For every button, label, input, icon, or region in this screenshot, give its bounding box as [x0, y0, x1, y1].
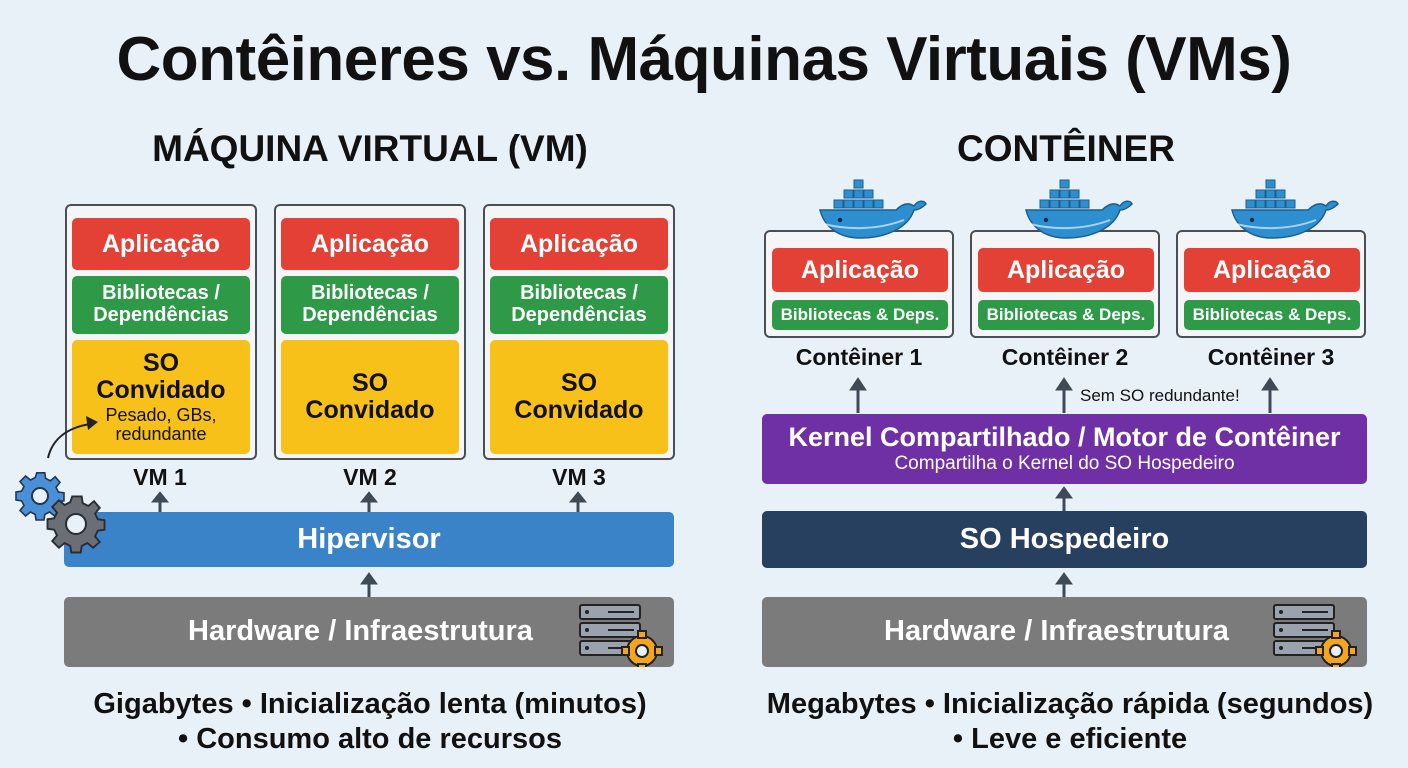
- container-hardware-label: Hardware / Infraestrutura: [884, 615, 1229, 648]
- server-gear-icon: [1273, 604, 1357, 667]
- container-3-label: Contêiner 3: [1207, 344, 1335, 370]
- gears-icon: [15, 471, 106, 554]
- vm-1-libraries: Bibliotecas / Dependências: [72, 276, 250, 334]
- container-footer-line-2: • Leve e eficiente: [952, 723, 1188, 756]
- container-1-label: Contêiner 1: [795, 344, 923, 370]
- vm-1-guest-os: SO Convidado Pesado, GBs, redundante: [72, 340, 250, 454]
- container-3-box: Aplicação Bibliotecas & Deps.: [1176, 230, 1366, 338]
- vm-2-guest-os-label: SO Convidado: [305, 369, 435, 424]
- container-footer-line-1: Megabytes • Inicialização rápida (segund…: [766, 688, 1374, 720]
- container-2-application: Aplicação: [978, 248, 1154, 292]
- container-2-box: Aplicação Bibliotecas & Deps.: [970, 230, 1160, 338]
- arrow-up-icon: [360, 572, 378, 597]
- page-title: Contêineres vs. Máquinas Virtuais (VMs): [116, 25, 1292, 94]
- vm-2-application: Aplicação: [281, 218, 459, 270]
- vm-3-label: VM 3: [552, 464, 606, 490]
- arrow-up-icon: [150, 491, 170, 512]
- vm-hardware-label: Hardware / Infraestrutura: [188, 615, 533, 648]
- vm-1-box: Aplicação Bibliotecas / Dependências SO …: [65, 204, 257, 460]
- vm-footer-line-1: Gigabytes • Inicialização lenta (minutos…: [93, 688, 647, 720]
- vm-3-guest-os-label: SO Convidado: [514, 369, 644, 424]
- container-1-libraries: Bibliotecas & Deps.: [772, 300, 948, 330]
- vm-1-guest-os-note: Pesado, GBs, redundante: [105, 404, 217, 444]
- vm-2-libraries: Bibliotecas / Dependências: [281, 276, 459, 334]
- no-redundant-os-note: Sem SO redundante!: [1080, 386, 1240, 405]
- shared-kernel-sublabel: Compartilha o Kernel do SO Hospedeiro: [894, 453, 1235, 475]
- container-1-box: Aplicação Bibliotecas & Deps.: [764, 230, 954, 338]
- hypervisor-layer: Hipervisor: [64, 512, 674, 567]
- vm-1-guest-os-label: SO Convidado: [96, 348, 226, 404]
- container-2-libraries: Bibliotecas & Deps.: [978, 300, 1154, 330]
- vm-2-guest-os: SO Convidado: [281, 340, 459, 454]
- container-hardware-layer: Hardware / Infraestrutura: [762, 597, 1367, 667]
- arrow-up-icon: [1055, 572, 1073, 597]
- arrow-up-icon: [359, 491, 379, 512]
- vm-footer-line-2: • Consumo alto de recursos: [177, 723, 562, 756]
- vm-3-guest-os: SO Convidado: [490, 340, 668, 454]
- container-section-heading: CONTÊINER: [957, 128, 1175, 169]
- container-3-libraries: Bibliotecas & Deps.: [1184, 300, 1360, 330]
- host-os-layer: SO Hospedeiro: [762, 511, 1367, 568]
- vm-3-libraries: Bibliotecas / Dependências: [490, 276, 668, 334]
- container-3-application: Aplicação: [1184, 248, 1360, 292]
- vm-1-application: Aplicação: [72, 218, 250, 270]
- vm-section-heading: MÁQUINA VIRTUAL (VM): [152, 128, 588, 169]
- arrow-up-icon: [568, 491, 588, 512]
- vm-2-box: Aplicação Bibliotecas / Dependências SO …: [274, 204, 466, 460]
- container-1-application: Aplicação: [772, 248, 948, 292]
- arrow-up-icon: [1261, 377, 1279, 413]
- vm-footer: Gigabytes • Inicialização lenta (minutos…: [40, 687, 700, 758]
- container-2-label: Contêiner 2: [1001, 344, 1129, 370]
- vm-2-label: VM 2: [343, 464, 397, 490]
- shared-kernel-layer: Kernel Compartilhado / Motor de Contêine…: [762, 414, 1367, 484]
- shared-kernel-label: Kernel Compartilhado / Motor de Contêine…: [788, 422, 1341, 453]
- container-footer: Megabytes • Inicialização rápida (segund…: [740, 687, 1400, 758]
- vm-hardware-layer: Hardware / Infraestrutura: [64, 597, 674, 667]
- server-gear-icon: [579, 604, 663, 667]
- vm-1-label: VM 1: [133, 464, 187, 490]
- vm-3-application: Aplicação: [490, 218, 668, 270]
- arrow-up-icon: [1055, 486, 1073, 511]
- vm-3-box: Aplicação Bibliotecas / Dependências SO …: [483, 204, 675, 460]
- arrow-up-icon: [849, 377, 867, 413]
- arrow-up-icon: [1055, 377, 1073, 413]
